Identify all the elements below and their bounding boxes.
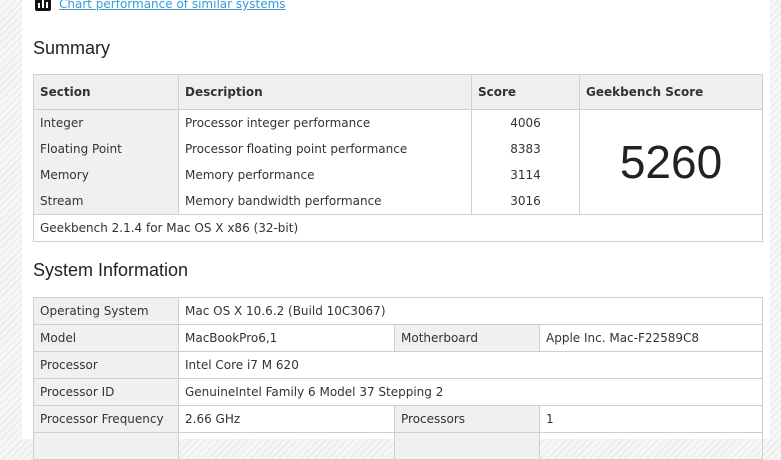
score-cell: 3016	[471, 188, 580, 215]
table-row: Stream Memory bandwidth performance 3016	[33, 188, 763, 215]
description-cell: Processor integer performance	[178, 109, 472, 136]
table-row: Integer Processor integer performance 40…	[33, 109, 763, 215]
section-cell: Floating Point	[33, 136, 179, 162]
score-cell: 8383	[471, 136, 580, 162]
frequency-label: Processor Frequency	[33, 405, 179, 433]
description-cell: Memory bandwidth performance	[178, 188, 472, 215]
chart-link-row[interactable]: Chart performance of similar systems	[35, 0, 286, 11]
score-cell: 3114	[471, 162, 580, 188]
processor-value: Intel Core i7 M 620	[178, 351, 763, 379]
os-label: Operating System	[33, 297, 179, 325]
table-row: Memory Memory performance 3114	[33, 162, 763, 188]
processor-id-label: Processor ID	[33, 378, 179, 406]
model-label: Model	[33, 324, 179, 352]
section-cell: Integer	[33, 109, 179, 136]
bar-chart-icon	[35, 0, 51, 11]
col-score: Score	[471, 74, 580, 110]
summary-table: Section Description Score Geekbench Scor…	[33, 74, 763, 242]
description-cell: Processor floating point performance	[178, 136, 472, 162]
main-content: Chart performance of similar systems Sum…	[22, 0, 770, 460]
col-geekbench: Geekbench Score	[579, 74, 763, 110]
processors-value: 1	[539, 405, 763, 433]
version-footer: Geekbench 2.1.4 for Mac OS X x86 (32-bit…	[33, 214, 763, 242]
col-description: Description	[178, 74, 472, 110]
geekbench-score: 5260	[579, 109, 763, 215]
processor-label: Processor	[33, 351, 179, 379]
model-value: MacBookPro6,1	[178, 324, 395, 352]
col-section: Section	[33, 74, 179, 110]
section-cell: Memory	[33, 162, 179, 188]
motherboard-label: Motherboard	[394, 324, 540, 352]
table-row: Floating Point Processor floating point …	[33, 136, 763, 162]
motherboard-value: Apple Inc. Mac-F22589C8	[539, 324, 763, 352]
processors-label: Processors	[394, 405, 540, 433]
os-value: Mac OS X 10.6.2 (Build 10C3067)	[178, 297, 763, 325]
score-cell: 4006	[471, 109, 580, 136]
summary-heading: Summary	[33, 38, 111, 58]
section-cell: Stream	[33, 188, 179, 215]
system-info-heading: System Information	[33, 260, 189, 280]
system-info-table: Operating System Mac OS X 10.6.2 (Build …	[33, 297, 763, 460]
processor-id-value: GenuineIntel Family 6 Model 37 Stepping …	[178, 378, 763, 406]
description-cell: Memory performance	[178, 162, 472, 188]
chart-similar-link[interactable]: Chart performance of similar systems	[59, 0, 286, 11]
frequency-value: 2.66 GHz	[178, 405, 395, 433]
